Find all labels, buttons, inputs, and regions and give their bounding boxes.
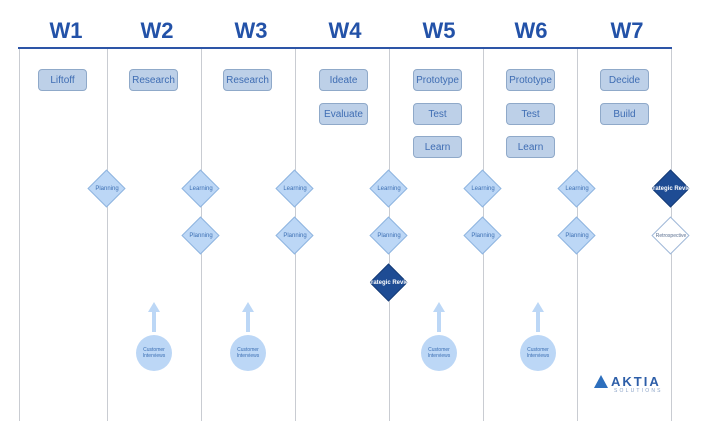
week-header-w3: W3 <box>234 18 268 43</box>
timeline-header-rule <box>18 47 672 49</box>
up-arrow-icon <box>148 302 160 332</box>
week-header-w1: W1 <box>49 18 83 43</box>
checkpoint-planning: Planning <box>87 169 126 208</box>
checkpoint-planning: Planning <box>181 216 220 255</box>
checkpoint-planning: Planning <box>369 216 408 255</box>
checkpoint-learning: Learning <box>557 169 596 208</box>
checkpoint-planning: Planning <box>557 216 596 255</box>
checkpoint-learning: Learning <box>369 169 408 208</box>
customer-interviews-circle: Customer Interviews <box>230 335 266 371</box>
week-divider <box>107 49 108 421</box>
activity-decide: Decide <box>600 69 649 91</box>
checkpoint-label: Planning <box>471 232 495 239</box>
week-divider <box>19 49 20 421</box>
aktia-logo: AKTIA SOLUTIONS <box>594 374 666 397</box>
activity-liftoff: Liftoff <box>38 69 87 91</box>
checkpoint-label: Learning <box>377 185 401 192</box>
activity-prototype-w6: Prototype <box>506 69 555 91</box>
checkpoint-label: Learning <box>565 185 589 192</box>
activity-test-w6: Test <box>506 103 555 125</box>
checkpoint-planning: Planning <box>275 216 314 255</box>
logo-name: AKTIA <box>611 374 661 389</box>
checkpoint-learning: Learning <box>463 169 502 208</box>
up-arrow-icon <box>433 302 445 332</box>
checkpoint-label: Planning <box>377 232 401 239</box>
checkpoint-label: Strategic Review <box>646 185 696 192</box>
activity-test-w5: Test <box>413 103 462 125</box>
checkpoint-label: Learning <box>283 185 307 192</box>
checkpoint-strategic-review: Strategic Review <box>365 263 413 302</box>
checkpoint-label: Planning <box>189 232 213 239</box>
checkpoint-label: Planning <box>565 232 589 239</box>
week-header-w5: W5 <box>422 18 456 43</box>
checkpoint-label: Learning <box>189 185 213 192</box>
logo-subtitle: SOLUTIONS <box>614 388 663 394</box>
activity-evaluate: Evaluate <box>319 103 368 125</box>
activity-prototype-w5: Prototype <box>413 69 462 91</box>
activity-learn-w6: Learn <box>506 136 555 158</box>
logo-mark-icon <box>594 375 608 388</box>
week-header-w2: W2 <box>140 18 174 43</box>
checkpoint-label: Strategic Review <box>364 279 414 286</box>
week-header-w4: W4 <box>328 18 362 43</box>
activity-learn-w5: Learn <box>413 136 462 158</box>
checkpoint-strategic-review: Strategic Review <box>647 169 695 208</box>
checkpoint-label: Planning <box>95 185 119 192</box>
checkpoint-label: Retrospective <box>655 232 687 239</box>
checkpoint-learning: Learning <box>275 169 314 208</box>
activity-research-w2: Research <box>129 69 178 91</box>
checkpoint-planning: Planning <box>463 216 502 255</box>
up-arrow-icon <box>242 302 254 332</box>
checkpoint-learning: Learning <box>181 169 220 208</box>
checkpoint-retrospective: Retrospective <box>651 216 690 255</box>
customer-interviews-circle: Customer Interviews <box>520 335 556 371</box>
customer-interviews-circle: Customer Interviews <box>421 335 457 371</box>
up-arrow-icon <box>532 302 544 332</box>
activity-ideate: Ideate <box>319 69 368 91</box>
activity-research-w3: Research <box>223 69 272 91</box>
customer-interviews-circle: Customer Interviews <box>136 335 172 371</box>
activity-build: Build <box>600 103 649 125</box>
week-header-w7: W7 <box>610 18 644 43</box>
checkpoint-label: Learning <box>471 185 495 192</box>
checkpoint-label: Planning <box>283 232 307 239</box>
week-header-w6: W6 <box>514 18 548 43</box>
